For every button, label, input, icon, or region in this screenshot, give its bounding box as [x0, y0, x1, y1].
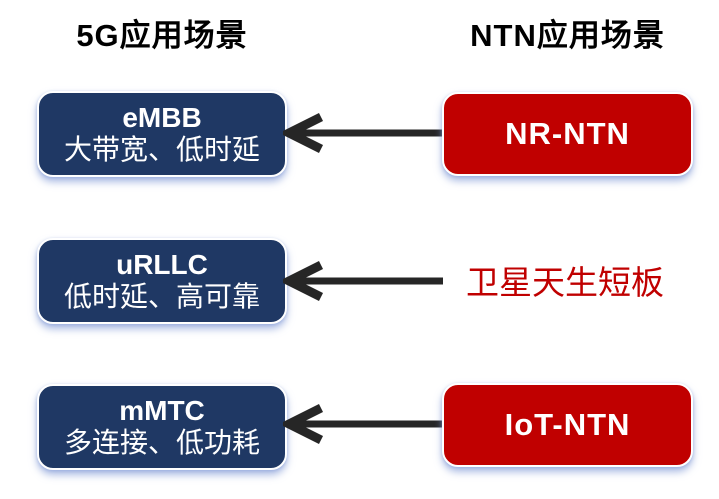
nr-ntn-label: NR-NTN: [505, 116, 630, 151]
nr-ntn-box: NR-NTN: [442, 92, 693, 176]
embb-title: eMBB: [122, 102, 202, 134]
left-column-header: 5G应用场景: [76, 18, 248, 53]
urllc-left-arrow-icon: [283, 259, 444, 303]
embb-subtitle: 大带宽、低时延: [63, 133, 260, 165]
urllc-subtitle: 低时延、高可靠: [63, 280, 260, 312]
embb-left-arrow-icon: [283, 111, 444, 155]
urllc-box: uRLLC 低时延、高可靠: [37, 238, 287, 324]
iot-ntn-label: IoT-NTN: [504, 407, 631, 442]
mmtc-title: mMTC: [119, 395, 205, 427]
right-column-header: NTN应用场景: [470, 18, 665, 53]
mmtc-left-arrow-icon: [283, 402, 444, 446]
mmtc-box: mMTC 多连接、低功耗: [37, 384, 287, 470]
satellite-weakness-text: 卫星天生短板: [466, 264, 664, 301]
iot-ntn-box: IoT-NTN: [442, 383, 693, 467]
mmtc-subtitle: 多连接、低功耗: [63, 426, 260, 458]
embb-box: eMBB 大带宽、低时延: [37, 91, 287, 177]
urllc-title: uRLLC: [116, 249, 208, 281]
